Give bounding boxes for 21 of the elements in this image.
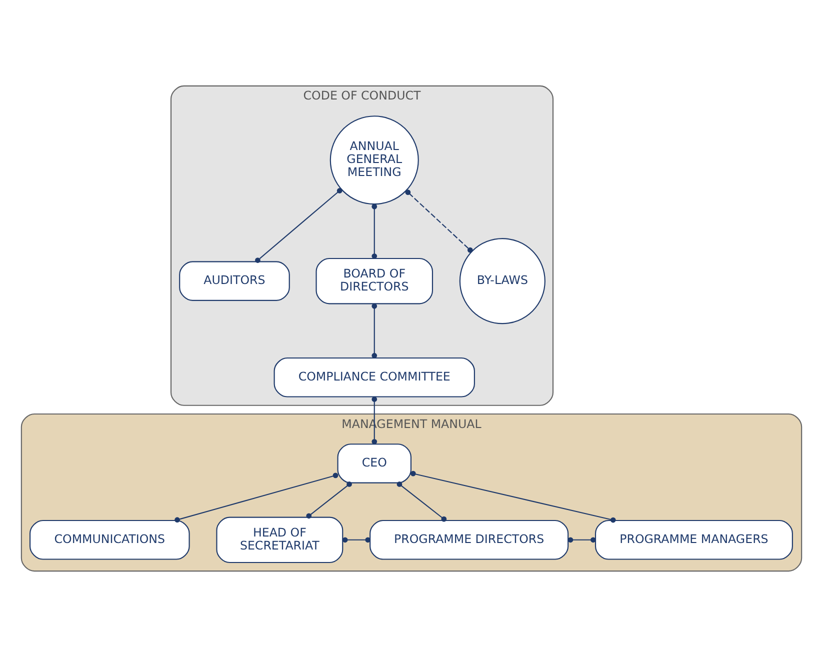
connector — [568, 536, 596, 542]
node-box: PROGRAMME DIRECTORS — [370, 519, 569, 560]
node-box: AUDITORS — [179, 260, 290, 300]
connector — [306, 481, 352, 518]
connector — [372, 203, 378, 258]
connector — [174, 472, 338, 522]
node-box: PROGRAMME MANAGERS — [594, 519, 793, 560]
connector — [255, 188, 342, 262]
connector — [372, 302, 378, 358]
connector — [405, 189, 473, 252]
node-box: COMMUNICATIONS — [30, 519, 190, 560]
node-box: CEO — [337, 443, 412, 483]
connector — [342, 536, 371, 542]
node-box: BOARD OF DIRECTORS — [316, 257, 434, 304]
node-circle: BY-LAWS — [459, 238, 546, 324]
connector — [396, 481, 447, 522]
connector — [372, 396, 378, 444]
node-box: HEAD OF SECRETARIAT — [216, 516, 344, 563]
node-circle: ANNUAL GENERAL MEETING — [330, 115, 419, 204]
connector — [410, 470, 616, 522]
node-box: COMPLIANCE COMMITTEE — [274, 356, 475, 397]
